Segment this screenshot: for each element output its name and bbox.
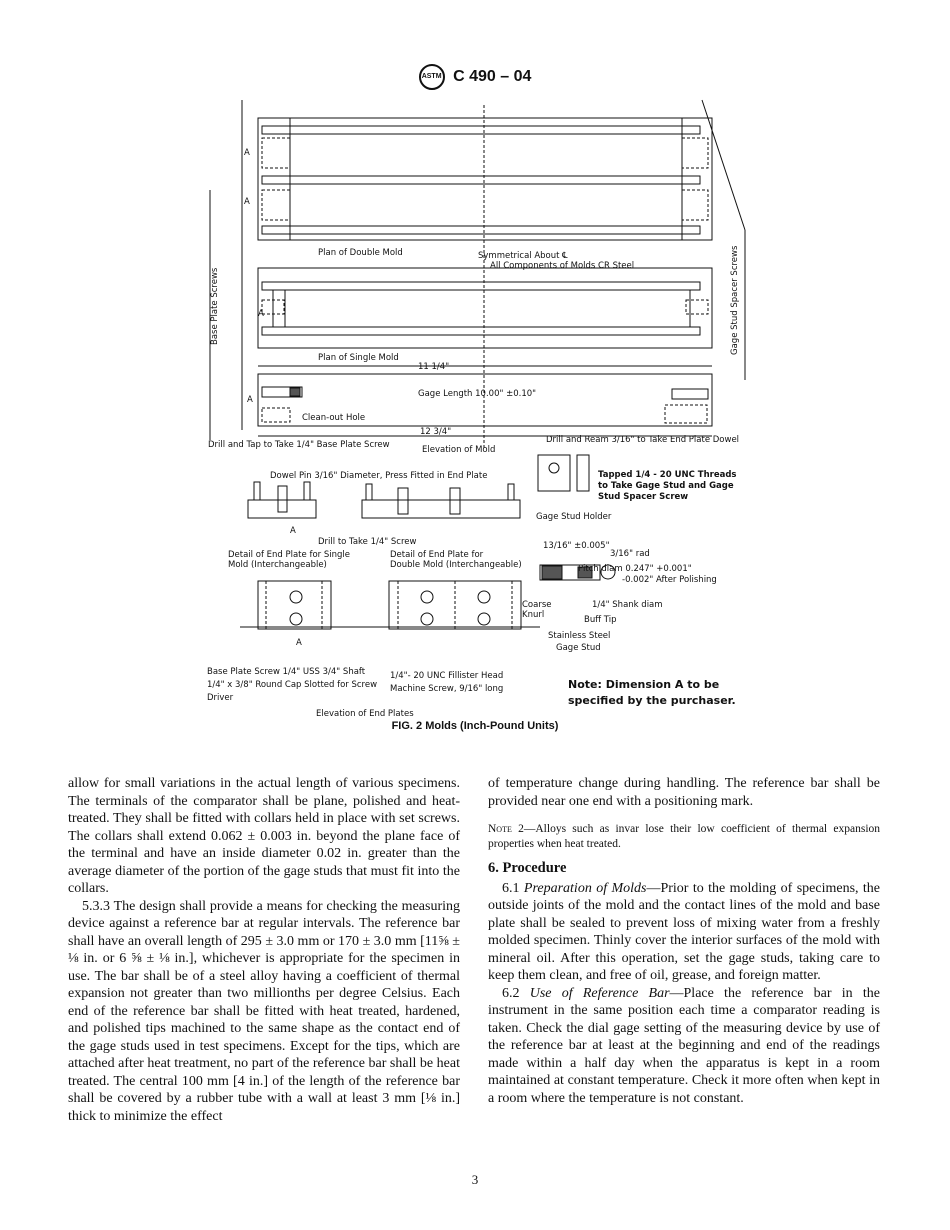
note-label: Note 2 [488, 823, 524, 835]
svg-text:Double Mold (Interchangeable): Double Mold (Interchangeable) [390, 560, 522, 570]
section-number: 6.2 [502, 985, 530, 1001]
svg-text:Plan of Single Mold: Plan of Single Mold [318, 353, 399, 363]
svg-text:Machine Screw, 9/16" long: Machine Screw, 9/16" long [390, 684, 503, 694]
svg-text:Detail of End Plate for: Detail of End Plate for [390, 550, 484, 560]
svg-text:1/4"- 20 UNC Fillister Head: 1/4"- 20 UNC Fillister Head [390, 671, 503, 681]
svg-text:1/4" x 3/8" Round Cap Slotted: 1/4" x 3/8" Round Cap Slotted for Screw [207, 680, 377, 690]
svg-text:Stainless Steel: Stainless Steel [548, 631, 610, 641]
right-column: of temperature change during handling. T… [488, 775, 880, 1107]
section-heading: 6. Procedure [488, 860, 567, 876]
svg-text:Buff Tip: Buff Tip [584, 615, 616, 625]
svg-text:A: A [296, 638, 302, 648]
svg-text:Dowel Pin 3/16" Diameter, Pres: Dowel Pin 3/16" Diameter, Press Fitted i… [270, 471, 487, 481]
svg-text:Gage Stud Holder: Gage Stud Holder [536, 512, 612, 522]
paragraph-6-2: 6.2 Use of Reference Bar—Place the refer… [488, 985, 880, 1108]
svg-text:Base Plate Screw 1/4" USS 3/4": Base Plate Screw 1/4" USS 3/4" Shaft [207, 667, 366, 677]
paragraph: of temperature change during handling. T… [488, 776, 880, 809]
page-header: ASTM C 490 – 04 [0, 64, 950, 90]
svg-text:Coarse: Coarse [522, 600, 552, 610]
page-number: 3 [471, 1172, 479, 1187]
svg-text:12 3/4": 12 3/4" [420, 427, 451, 437]
elevation-of-mold [257, 365, 713, 437]
svg-text:specified by the purchaser.: specified by the purchaser. [568, 694, 736, 707]
svg-text:A: A [247, 395, 253, 405]
svg-text:All Components of Molds CR Ste: All Components of Molds CR Steel [490, 261, 634, 271]
figure-caption: FIG. 2 Molds (Inch-Pound Units) [391, 720, 559, 732]
svg-text:Driver: Driver [207, 693, 234, 703]
section-title: Preparation of Molds [523, 880, 647, 896]
svg-text:Elevation of End Plates: Elevation of End Plates [316, 709, 414, 719]
svg-text:Elevation of Mold: Elevation of Mold [422, 445, 495, 455]
svg-text:Plan of Double Mold: Plan of Double Mold [318, 248, 403, 258]
svg-text:A: A [290, 526, 296, 536]
svg-text:11 1/4": 11 1/4" [418, 362, 449, 372]
svg-text:A: A [258, 309, 264, 319]
end-plate-elevations [240, 580, 540, 630]
svg-text:Tapped 1/4 - 20 UNC Threads: Tapped 1/4 - 20 UNC Threads [598, 470, 736, 480]
left-column: allow for small variations in the actual… [68, 775, 460, 1125]
svg-text:Mold (Interchangeable): Mold (Interchangeable) [228, 560, 327, 570]
svg-text:Knurl: Knurl [522, 610, 544, 620]
svg-text:Gage Stud Spacer Screws: Gage Stud Spacer Screws [730, 245, 740, 355]
svg-text:to Take Gage Stud and Gage: to Take Gage Stud and Gage [598, 481, 734, 491]
svg-text:1/4" Shank diam: 1/4" Shank diam [592, 600, 663, 610]
figure-labels: Plan of Double Mold Symmetrical About ℄ … [207, 245, 740, 719]
gage-stud-holder [537, 454, 590, 492]
svg-text:-0.002" After Polishing: -0.002" After Polishing [622, 575, 717, 585]
section-title: Use of Reference Bar [529, 985, 670, 1001]
section-text: —Place the reference bar in the instrume… [488, 985, 880, 1106]
svg-text:A: A [244, 197, 250, 207]
svg-text:A: A [244, 148, 250, 158]
svg-text:Clean-out Hole: Clean-out Hole [302, 413, 365, 423]
section-text: —Prior to the molding of specimens, the … [488, 880, 881, 984]
svg-text:Drill and Tap to Take 1/4" Bas: Drill and Tap to Take 1/4" Base Plate Sc… [208, 440, 390, 450]
svg-text:Note: Dimension A to be: Note: Dimension A to be [568, 678, 719, 691]
designation: C 490 – 04 [453, 68, 532, 86]
gage-stud [539, 564, 616, 581]
svg-text:Gage Stud: Gage Stud [556, 643, 601, 653]
svg-text:Detail of End Plate for Single: Detail of End Plate for Single [228, 550, 350, 560]
svg-text:Base Plate Screws: Base Plate Screws [210, 267, 220, 345]
plan-double-mold [257, 105, 713, 450]
svg-text:Pitch diam 0.247" +0.001": Pitch diam 0.247" +0.001" [578, 564, 692, 574]
figure-molds-drawing: A A A A Plan of Double Mold Symmetrical Abo… [207, 99, 746, 719]
section-number: 6.1 [502, 880, 524, 896]
end-plate-details [247, 481, 521, 519]
svg-text:Symmetrical About ℄: Symmetrical About ℄ [478, 251, 568, 261]
astm-logo: ASTM [418, 64, 445, 90]
note-text: —Alloys such as invar lose their low coe… [488, 823, 881, 850]
svg-text:Gage Length 10.00" ±0.10": Gage Length 10.00" ±0.10" [418, 389, 536, 399]
paragraph-5-3-3: 5.3.3 The design shall provide a means f… [68, 898, 460, 1124]
svg-text:3/16" rad: 3/16" rad [610, 549, 650, 559]
svg-text:13/16" ±0.005": 13/16" ±0.005" [543, 541, 610, 551]
note-2: Note 2—Alloys such as invar lose their l… [488, 822, 880, 852]
svg-text:Stud Spacer Screw: Stud Spacer Screw [598, 492, 688, 502]
plan-single-mold [257, 267, 713, 349]
svg-text:Drill to Take 1/4" Screw: Drill to Take 1/4" Screw [318, 537, 417, 547]
paragraph: allow for small variations in the actual… [68, 776, 460, 896]
svg-text:Drill and Ream 3/16" to Take E: Drill and Ream 3/16" to Take End Plate D… [546, 435, 739, 445]
paragraph-6-1: 6.1 Preparation of Molds—Prior to the mo… [488, 880, 880, 985]
